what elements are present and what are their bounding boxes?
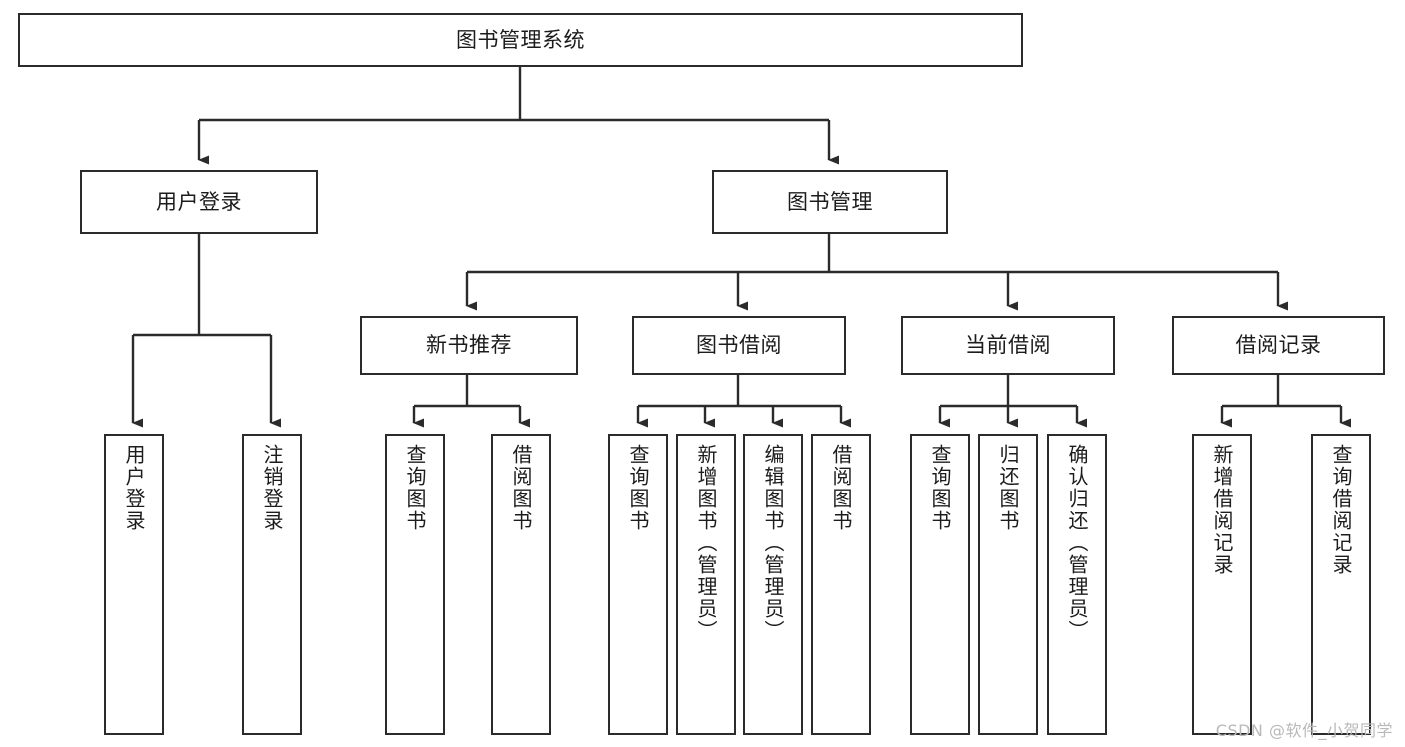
leaf-logout-login[interactable]: 注销登录 (242, 434, 302, 735)
leaf-borrow-book-2-label: 借阅图书 (829, 444, 853, 532)
node-current-borrow-label: 当前借阅 (965, 333, 1051, 358)
leaf-confirm-return-admin-label: 确认归还（管理员） (1065, 444, 1089, 642)
node-new-book-recommend[interactable]: 新书推荐 (360, 316, 578, 375)
leaf-query-borrow-record-label: 查询借阅记录 (1329, 444, 1353, 576)
leaf-query-book-2-label: 查询图书 (626, 444, 650, 532)
leaf-borrow-book-1[interactable]: 借阅图书 (491, 434, 551, 735)
node-borrow-record-label: 借阅记录 (1235, 333, 1322, 358)
leaf-edit-book-admin-label: 编辑图书（管理员） (761, 444, 785, 642)
leaf-query-book-3-label: 查询图书 (928, 444, 952, 532)
connector-userlogin-to-leaves (131, 234, 281, 428)
leaf-query-borrow-record[interactable]: 查询借阅记录 (1311, 434, 1371, 735)
leaf-add-borrow-record-label: 新增借阅记录 (1210, 444, 1234, 576)
leaf-return-book[interactable]: 归还图书 (978, 434, 1038, 735)
connector-bookborrow-to-leaves (636, 375, 851, 428)
leaf-add-book-admin-label: 新增图书（管理员） (694, 444, 718, 642)
node-borrow-record[interactable]: 借阅记录 (1172, 316, 1385, 375)
connector-newbook-to-leaves (412, 375, 530, 428)
node-current-borrow[interactable]: 当前借阅 (901, 316, 1115, 375)
leaf-query-book-3[interactable]: 查询图书 (910, 434, 970, 735)
node-book-borrow-label: 图书借阅 (696, 333, 782, 358)
connector-bookmanage-to-level2 (465, 234, 1288, 311)
leaf-query-book-2[interactable]: 查询图书 (608, 434, 668, 735)
node-book-borrow[interactable]: 图书借阅 (632, 316, 846, 375)
leaf-borrow-book-2[interactable]: 借阅图书 (811, 434, 871, 735)
node-book-manage[interactable]: 图书管理 (712, 170, 948, 234)
connector-currentborrow-to-leaves (938, 375, 1087, 428)
leaf-borrow-book-1-label: 借阅图书 (509, 444, 533, 532)
leaf-user-login-label: 用户登录 (122, 444, 146, 532)
connector-borrowrecord-to-leaves (1220, 375, 1351, 428)
leaf-query-book-1[interactable]: 查询图书 (385, 434, 445, 735)
node-root-label: 图书管理系统 (456, 27, 585, 52)
leaf-logout-login-label: 注销登录 (260, 444, 284, 532)
node-user-login-label: 用户登录 (156, 189, 242, 214)
node-root[interactable]: 图书管理系统 (18, 13, 1023, 67)
node-book-manage-label: 图书管理 (787, 189, 873, 214)
node-new-book-recommend-label: 新书推荐 (426, 333, 512, 358)
node-user-login[interactable]: 用户登录 (80, 170, 318, 234)
leaf-confirm-return-admin[interactable]: 确认归还（管理员） (1047, 434, 1107, 735)
leaf-return-book-label: 归还图书 (996, 444, 1020, 532)
leaf-add-book-admin[interactable]: 新增图书（管理员） (676, 434, 736, 735)
leaf-add-borrow-record[interactable]: 新增借阅记录 (1192, 434, 1252, 735)
leaf-edit-book-admin[interactable]: 编辑图书（管理员） (743, 434, 803, 735)
leaf-user-login[interactable]: 用户登录 (104, 434, 164, 735)
connector-root-to-level1 (197, 67, 839, 165)
leaf-query-book-1-label: 查询图书 (403, 444, 427, 532)
